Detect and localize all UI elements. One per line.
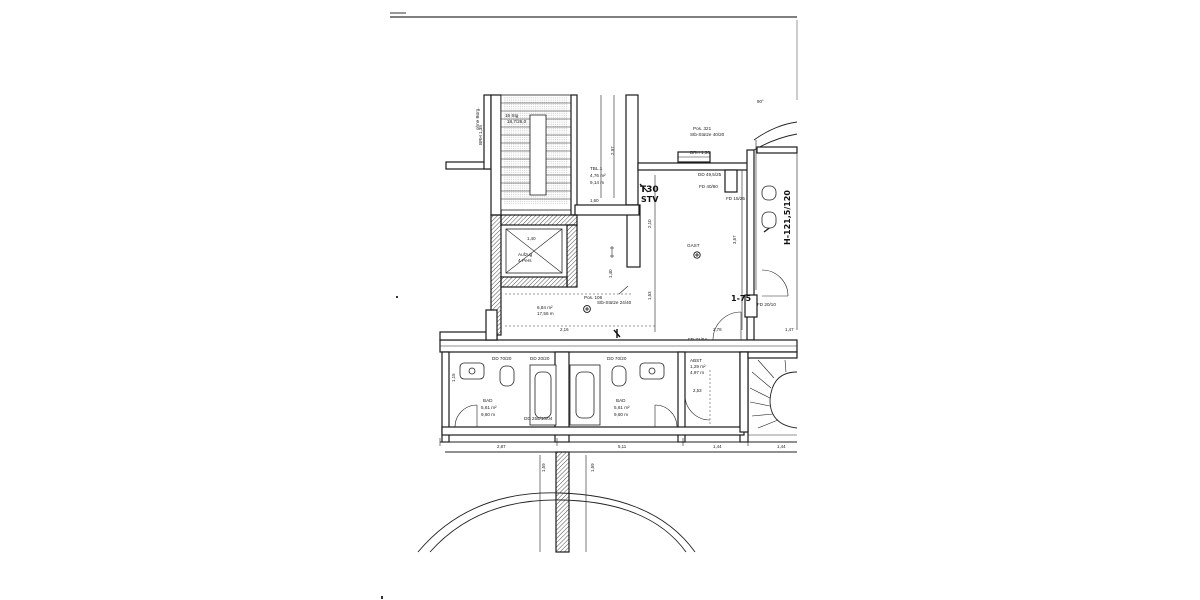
door-dd2: DD 20/20 <box>530 356 550 361</box>
opening-fd3: FD 20/10 <box>757 302 776 307</box>
bad-left-name: BAD <box>483 398 493 403</box>
scan-edge-marks <box>381 12 798 599</box>
elevator-name: Aufzug <box>518 252 533 257</box>
dim-mid-5: 1,53 <box>647 291 652 300</box>
room-tbl-area: 4,76 m² <box>590 173 606 178</box>
corridor-perimeter: 17,56 m <box>537 311 554 316</box>
stair-top <box>490 94 578 216</box>
bad-right-area: 5,61 m² <box>614 405 630 410</box>
bad-right-perimeter: 9,60 m <box>614 412 628 417</box>
room-tbl-name: TBL.1 <box>590 166 603 171</box>
dim-mid-1: 2,78 <box>713 327 722 332</box>
opening-dd1: DD 49,5/25 <box>698 172 722 177</box>
pos-top-right: Pos. 321 <box>693 126 712 131</box>
corridor-dim-a: 2,16 <box>560 327 569 332</box>
corridor-dim-b: 1,40 <box>608 269 613 278</box>
lower-dim-2: 1,59 <box>590 463 595 472</box>
stair-bottom <box>747 351 798 436</box>
abst-dim: 2,53 <box>693 388 702 393</box>
elevator-shaft <box>490 214 578 336</box>
stair-ratio-label: 18,7/26,0 <box>507 119 527 124</box>
bad-left-perimeter: 9,60 m <box>481 412 495 417</box>
dimension-line-bottom <box>439 438 797 446</box>
brh-left-label: BRH 1,35 <box>478 125 483 145</box>
bottom-dim-1: 2,87 <box>497 444 506 449</box>
bottom-dim-3: 1,44 <box>713 444 722 449</box>
dim-mid-3: 3,57 <box>732 235 737 244</box>
room-tbl-walls <box>574 94 641 268</box>
bad-left-area: 5,61 m² <box>481 405 497 410</box>
abst-name: ABST <box>690 358 702 363</box>
room-gast-name: GAST <box>687 243 700 248</box>
handwritten-height: H-121,5/120 <box>783 190 792 245</box>
bathroom-left <box>454 362 557 428</box>
bathroom-right <box>569 362 678 428</box>
handwritten-t30: T30 <box>640 185 659 195</box>
central-column-and-arc <box>417 451 797 553</box>
opening-fd1: FD 40/80 <box>699 184 718 189</box>
dim-mid-4: 2,10 <box>647 219 652 228</box>
abst-perimeter: 4,97 m <box>690 370 704 375</box>
dim-mid-2: 1,47 <box>785 327 794 332</box>
dim-top-1: 2,97 <box>610 146 615 155</box>
elevator-sub: 4-Pers <box>518 258 532 263</box>
opening-fd2: FD 15/25 <box>726 196 745 201</box>
note-upper-left: ohne Bürg. <box>475 108 480 130</box>
bottom-dim-2: 5,11 <box>618 444 627 449</box>
corridor <box>505 246 655 327</box>
bath-door-label: DD 255/10/04 <box>524 416 553 421</box>
corridor-area: 6,84 m² <box>537 305 553 310</box>
bad-right-name: BAD <box>616 398 626 403</box>
abst-area: 1,29 m² <box>690 364 706 369</box>
pos-top-right-note: Stb-Stütze 40/20 <box>690 132 725 137</box>
door-dd3: DD 70/20 <box>607 356 627 361</box>
corridor-pos: Pos. 106 <box>584 295 603 300</box>
mark-90: 90° <box>757 99 764 104</box>
wall-upper-left <box>445 94 493 170</box>
wall-right-curved <box>753 121 798 330</box>
lower-dim-1: 1,59 <box>541 463 546 472</box>
door-dd1: DD 70/20 <box>492 356 512 361</box>
stair-steps-label: 15 Stg <box>505 113 519 118</box>
room-tbl-perimeter: 9,14 m <box>590 180 604 185</box>
left-dim-1: 1,15 <box>451 373 456 382</box>
dim-top-2: 1,60 <box>590 198 599 203</box>
handwritten-stv: STV <box>641 195 659 204</box>
elevator-dim: 1,40 <box>527 236 536 241</box>
corridor-note: Stb-Stütze 24/40 <box>597 300 632 305</box>
brh-mid-label: BRH 1,30 <box>690 150 710 155</box>
handwritten-mark: 1-75 <box>731 294 751 303</box>
room-abst <box>684 351 749 433</box>
bottom-dim-4: 1,44 <box>777 444 786 449</box>
